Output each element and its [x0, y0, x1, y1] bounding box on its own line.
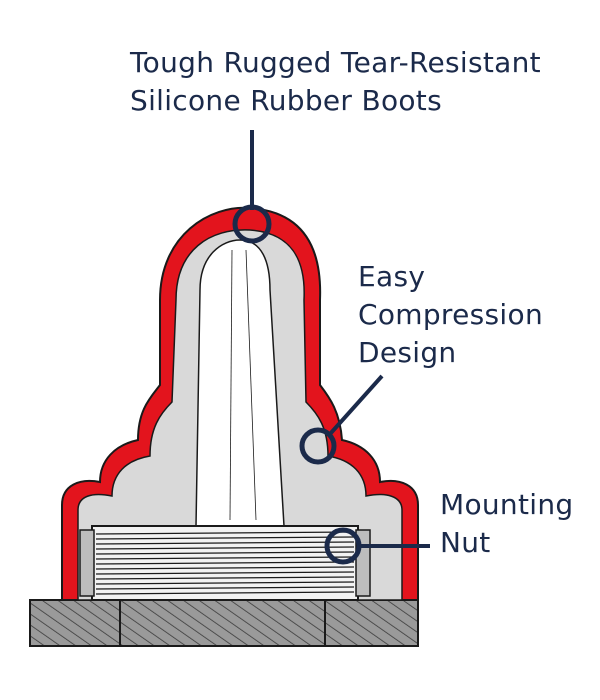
nut-thread-line — [95, 586, 355, 590]
callout-compression-label: Easy Compression Design — [358, 258, 543, 372]
callout-nut-label: Mounting Nut — [440, 486, 573, 562]
nut-thread-line — [95, 546, 355, 550]
nut-thread-line — [95, 536, 355, 540]
callout-compression-line2: Compression — [358, 298, 543, 331]
callout-compression-pointer — [299, 374, 384, 465]
cavity-line-left — [229, 249, 233, 521]
nut-thread-line — [95, 551, 355, 555]
mounting-panel — [29, 599, 419, 647]
nut-thread-line — [95, 571, 355, 575]
callout-boots-pointer — [232, 130, 272, 244]
nut-thread-line — [95, 576, 355, 580]
callout-nut-pointer — [324, 527, 430, 565]
callout-boots-marker — [232, 204, 272, 244]
nut-thread-line — [95, 561, 355, 565]
nut-thread-line — [95, 541, 355, 545]
callout-boots-line2: Silicone Rubber Boots — [130, 84, 442, 117]
callout-nut-line1: Mounting — [440, 488, 574, 521]
nut-thread-line — [95, 581, 355, 585]
callout-nut-line2: Nut — [440, 526, 491, 559]
cavity-line-right — [245, 249, 257, 521]
mounting-nut — [79, 525, 371, 601]
nut-thread-line — [95, 566, 355, 570]
callout-nut-marker — [324, 527, 362, 565]
inner-cavity — [195, 239, 285, 527]
callout-compression-line3: Design — [358, 336, 457, 369]
callout-boots-label: Tough Rugged Tear-Resistant Silicone Rub… — [130, 44, 541, 120]
nut-thread-line — [95, 591, 355, 595]
callout-compression-marker — [299, 427, 337, 465]
callout-boots-line1: Tough Rugged Tear-Resistant — [130, 46, 541, 79]
callout-compression-line1: Easy — [358, 260, 426, 293]
nut-thread-line — [95, 531, 355, 535]
nut-thread-line — [95, 556, 355, 560]
